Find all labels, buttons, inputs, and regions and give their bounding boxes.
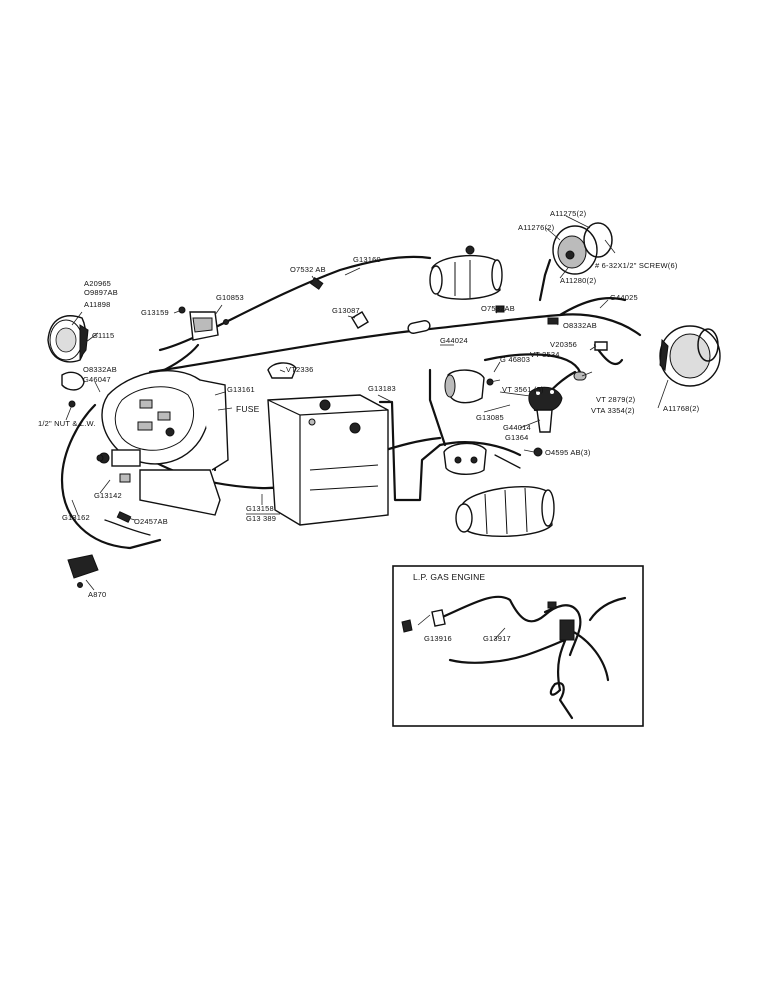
label-g13162: G13162: [62, 513, 90, 522]
instrument-panel-icon: [101, 370, 229, 516]
label-v20356: V20356: [550, 340, 577, 349]
label-o8332ab-left: O8332AB: [83, 365, 117, 374]
label-g13389: G13 389: [246, 514, 276, 523]
inset-title: L.P. GAS ENGINE: [413, 572, 485, 582]
regulator-icon: [178, 306, 229, 341]
label-g13160: G13160: [353, 255, 381, 264]
label-o9897ab: O9897AB: [84, 288, 118, 297]
starter-switch-icon: [443, 442, 487, 475]
right-headlight-icon: [659, 325, 721, 387]
generator-icon: [429, 245, 503, 300]
label-g1115: G1115: [92, 331, 114, 340]
label-g13183: G13183: [368, 384, 396, 393]
label-g13159: G13159: [141, 308, 169, 317]
label-fuse: FUSE: [236, 404, 260, 414]
label-g13916: G13916: [424, 634, 452, 643]
headlight-bracket-icon: [61, 371, 85, 408]
starter-motor-icon: [455, 485, 555, 538]
label-a11768: A11768(2): [663, 404, 700, 413]
label-o4595ab: O4595 AB(3): [545, 448, 591, 457]
label-a11276: A11276(2): [518, 223, 555, 232]
label-o7532ab-top: O7532 AB: [290, 265, 326, 274]
label-g13142: G13142: [94, 491, 122, 500]
label-a870: A870: [88, 590, 106, 599]
label-g10853: G10853: [216, 293, 244, 302]
part-labels: A20965 O9897AB A11898 G1115 O8332AB G460…: [38, 209, 700, 599]
label-vt2879: VT 2879(2): [596, 395, 636, 404]
label-vt2336: VT2336: [286, 365, 313, 374]
leader-lines: [65, 215, 669, 591]
label-g13085: G13085: [476, 413, 504, 422]
label-g13087: G13087: [332, 306, 360, 315]
battery-icon: [267, 394, 389, 526]
label-g1364: G1364: [505, 433, 529, 442]
label-g46047: G46047: [83, 375, 111, 384]
ignition-switch-icon: [98, 449, 141, 483]
label-g13161: G13161: [227, 385, 255, 394]
label-g44014: G44014: [503, 423, 531, 432]
label-g44025: G44025: [610, 293, 638, 302]
gauge-assembly-icon: [552, 222, 613, 275]
label-g44024: G44024: [440, 336, 468, 345]
label-a20965: A20965: [84, 279, 111, 288]
label-a11898: A11898: [84, 300, 111, 309]
label-vt3534: VT 3534: [530, 350, 560, 359]
label-o2457ab: O2457AB: [134, 517, 168, 526]
label-g13917: G13917: [483, 634, 511, 643]
left-headlight-icon: [47, 315, 89, 363]
label-a11280: A11280(2): [560, 276, 597, 285]
label-vta3354: VTA 3354(2): [591, 406, 635, 415]
label-o8332ab-right: O8332AB: [563, 321, 597, 330]
label-vt3561: VT 3561 (5): [502, 385, 544, 394]
label-g46803: G 46803: [500, 355, 530, 364]
distributor-icon: [528, 386, 563, 433]
coil-icon: [444, 369, 494, 404]
label-a11275: A11275(2): [550, 209, 587, 218]
tail-light-icon: [67, 554, 99, 588]
label-screw: # 6-32X1/2" SCREW(6): [595, 261, 678, 270]
lp-gas-engine-inset: L.P. GAS ENGINE G13916 G13917: [392, 565, 644, 727]
label-o7532ab-mid: O7532AB: [481, 304, 515, 313]
label-g13158: G13158: [246, 504, 274, 513]
label-nut-lw: 1/2" NUT & L.W.: [38, 419, 96, 428]
